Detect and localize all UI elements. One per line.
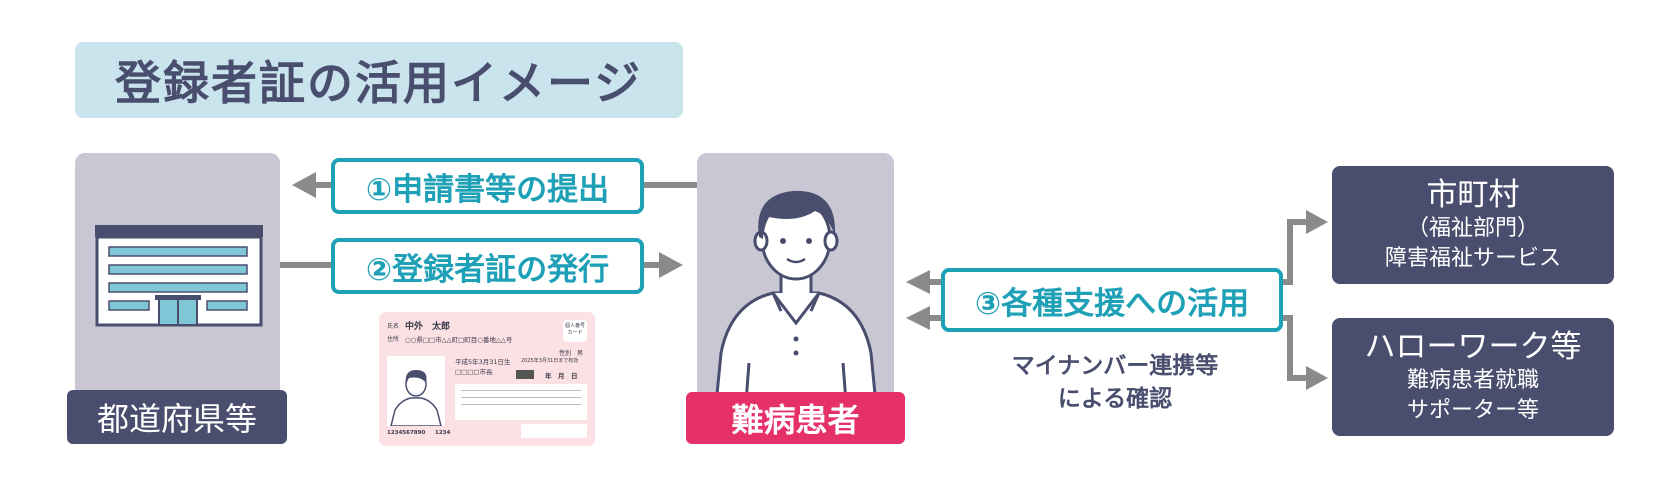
step2-text: ②登録者証の発行 bbox=[365, 251, 610, 288]
patient-label-text: 難病患者 bbox=[731, 401, 860, 439]
municipality-line2: 障害福祉サービス bbox=[1384, 246, 1561, 271]
patient-label: 難病患者 bbox=[686, 392, 905, 444]
card-code: 1234 bbox=[435, 430, 451, 436]
card-redaction bbox=[516, 370, 534, 379]
mynumber-note-line1: マイナンバー連携等 bbox=[1011, 353, 1219, 379]
branch-lower-line bbox=[1282, 315, 1308, 381]
card-photo bbox=[387, 356, 445, 426]
mynumber-note-line2: による確認 bbox=[1057, 386, 1173, 412]
card-name-label: 氏名 bbox=[387, 323, 400, 330]
title-banner: 登録者証の活用イメージ bbox=[75, 42, 683, 118]
municipality-line1: （福祉部門） bbox=[1406, 216, 1539, 241]
card-badge: 個人番号カード bbox=[563, 320, 587, 342]
card-photo-person-icon bbox=[390, 370, 442, 426]
card-issuer: □□□□市長 bbox=[455, 368, 493, 376]
prefecture-label-text: 都道府県等 bbox=[96, 400, 257, 438]
step1-arrowhead bbox=[292, 172, 316, 198]
branch-lower-arrowhead bbox=[1306, 366, 1328, 390]
step3-arrowhead-upper bbox=[906, 270, 930, 294]
card-sex: 性別 男 bbox=[559, 350, 584, 357]
card-info-area bbox=[455, 384, 587, 420]
hellowork-title: ハローワーク等 bbox=[1364, 329, 1582, 365]
hellowork-line2: サポーター等 bbox=[1406, 398, 1539, 423]
step1-box: ①申請書等の提出 bbox=[331, 158, 644, 214]
card-date: 年 月 日 bbox=[545, 372, 578, 380]
mynumber-note: マイナンバー連携等 による確認 bbox=[985, 350, 1245, 416]
branch-upper-arrowhead bbox=[1306, 210, 1328, 234]
card-expiry: 2025年3月31日まで有効 bbox=[521, 358, 579, 364]
prefecture-panel bbox=[75, 153, 280, 415]
step3-box: ③各種支援への活用 bbox=[941, 268, 1283, 332]
hellowork-line1: 難病患者就職 bbox=[1406, 368, 1539, 393]
step2-arrowhead bbox=[659, 252, 683, 278]
destination-municipality: 市町村 （福祉部門） 障害福祉サービス bbox=[1332, 166, 1614, 284]
card-blank-field bbox=[521, 424, 587, 438]
patient-person-icon bbox=[713, 190, 879, 415]
step3-text: ③各種支援への活用 bbox=[974, 285, 1250, 322]
building-icon bbox=[95, 225, 263, 327]
card-address-label: 住所 bbox=[387, 336, 400, 343]
municipality-title: 市町村 bbox=[1426, 177, 1520, 213]
card-birth: 平成5年3月31日生 bbox=[455, 358, 511, 366]
step3-arrowhead-lower bbox=[906, 306, 930, 330]
step1-text: ①申請書等の提出 bbox=[365, 171, 610, 208]
prefecture-label: 都道府県等 bbox=[67, 390, 287, 444]
registration-card: 氏名 中外 太郎 住所 ○○県□□市△△町□町目○番地△△号 個人番号カード 性… bbox=[379, 312, 595, 446]
page-title: 登録者証の活用イメージ bbox=[115, 56, 643, 110]
card-name: 中外 太郎 bbox=[405, 322, 451, 332]
card-number: 1234567890 bbox=[387, 430, 426, 436]
step2-box: ②登録者証の発行 bbox=[331, 238, 644, 294]
patient-panel bbox=[697, 153, 894, 415]
destination-hellowork: ハローワーク等 難病患者就職 サポーター等 bbox=[1332, 318, 1614, 436]
branch-upper-line bbox=[1282, 219, 1308, 285]
card-address: ○○県□□市△△町□町目○番地△△号 bbox=[405, 336, 513, 344]
